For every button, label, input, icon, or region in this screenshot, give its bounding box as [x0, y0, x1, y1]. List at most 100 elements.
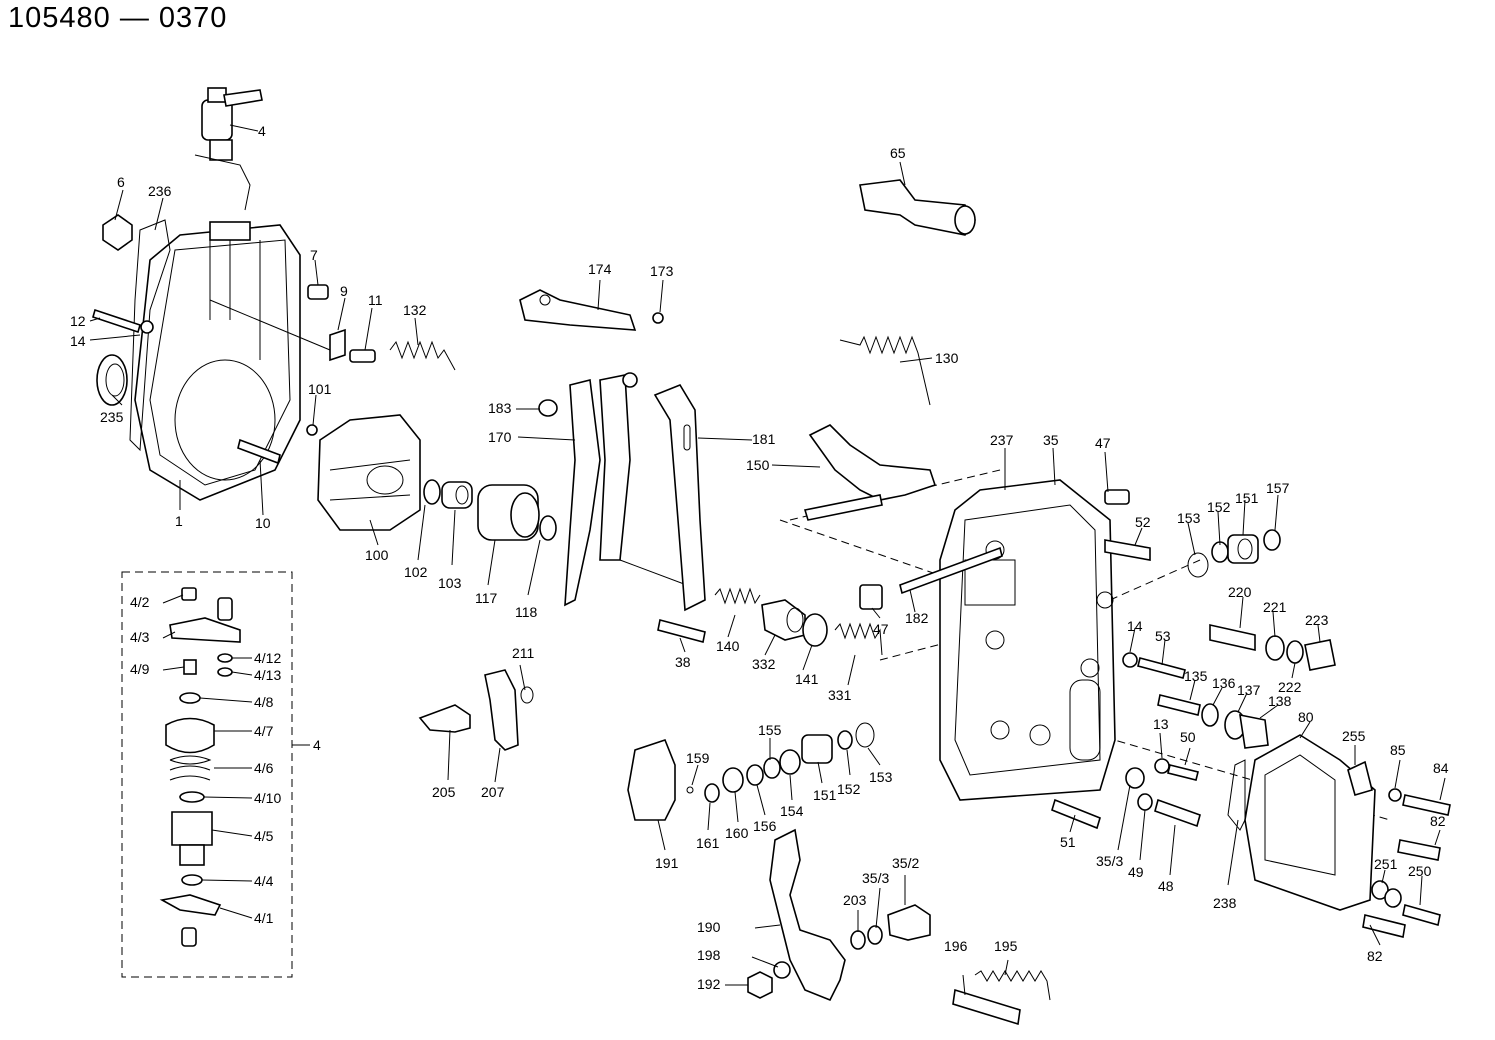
label: 161: [696, 835, 720, 851]
label: 4: [258, 123, 266, 139]
label: 7: [310, 247, 318, 263]
label: 49: [1128, 864, 1144, 880]
label: 238: [1213, 895, 1237, 911]
screw-51: [1051, 798, 1101, 830]
label: 153: [1177, 510, 1201, 526]
washer-35-3-lower: [867, 925, 883, 945]
sleeve-160: [722, 767, 744, 793]
label: 1: [175, 513, 183, 529]
screw-82-lower: [1362, 914, 1406, 938]
label: 14: [70, 333, 86, 349]
seal-235: [96, 354, 128, 406]
label: 4/9: [130, 661, 150, 677]
label: 152: [1207, 499, 1231, 515]
bolt-47-top: [1104, 489, 1130, 505]
label: 4: [313, 737, 321, 753]
label: 85: [1390, 742, 1406, 758]
label: 65: [890, 145, 906, 161]
spring-130: [839, 335, 931, 406]
screw-48: [1154, 798, 1201, 828]
spring-140: [714, 587, 761, 605]
gasket-238: [1227, 759, 1246, 831]
part-labels: 4 6 236 7 9 11 132 12 14 235 101 1 10 10…: [70, 123, 1449, 992]
fitting-205: [418, 704, 471, 733]
label: 160: [725, 825, 749, 841]
label: 82: [1430, 813, 1446, 829]
main-housing-35: [939, 479, 1116, 801]
label: 222: [1278, 679, 1302, 695]
label: 102: [404, 564, 428, 580]
label: 155: [758, 722, 782, 738]
label: 48: [1158, 878, 1174, 894]
label: 237: [990, 432, 1014, 448]
washer-251b: [1384, 888, 1402, 908]
washer-136: [1201, 703, 1219, 727]
ring-101: [306, 424, 318, 436]
label: 156: [753, 818, 777, 834]
label: 101: [308, 381, 332, 397]
label: 4/2: [130, 594, 150, 610]
screw-10: [237, 438, 281, 465]
sleeve-103: [441, 481, 473, 509]
label: 182: [905, 610, 929, 626]
label: 4/13: [254, 667, 281, 683]
label: 52: [1135, 514, 1151, 530]
washer-221: [1265, 635, 1285, 661]
label: 154: [780, 803, 804, 819]
screw-250: [1402, 903, 1441, 927]
flyweight-assembly-100: [317, 414, 421, 531]
label: 35/3: [1096, 853, 1123, 869]
label: 4/10: [254, 790, 281, 806]
label: 170: [488, 429, 512, 445]
bolt-11: [349, 349, 376, 363]
label: 220: [1228, 584, 1252, 600]
oring-152-lower: [837, 730, 853, 750]
label: 4/3: [130, 629, 150, 645]
circlip-153: [1187, 552, 1209, 578]
ball-159: [686, 786, 694, 794]
label: 235: [100, 409, 124, 425]
screw-53: [1137, 657, 1186, 679]
nut-141: [802, 613, 828, 647]
washer-161: [704, 783, 720, 803]
label: 4/1: [254, 910, 274, 926]
screw-7: [307, 284, 329, 300]
label: 211: [512, 645, 535, 661]
cap-nut-223: [1304, 639, 1336, 671]
label: 117: [475, 590, 498, 606]
label: 47: [1095, 435, 1111, 451]
stud-182: [899, 546, 1003, 595]
nut-192: [747, 971, 773, 999]
label: 152: [837, 781, 861, 797]
label: 203: [843, 892, 867, 908]
spring-331: [834, 622, 883, 656]
washer-14-right: [1122, 652, 1138, 668]
label: 255: [1342, 728, 1366, 744]
label: 250: [1408, 863, 1432, 879]
label: 196: [944, 938, 968, 954]
cap-151-lower: [801, 734, 833, 764]
circlip-153-lower: [855, 722, 875, 748]
label: 190: [697, 919, 721, 935]
lever-207: [484, 669, 519, 751]
label: 4/12: [254, 650, 281, 666]
label: 151: [813, 787, 837, 803]
label: 132: [403, 302, 427, 318]
screw-82-upper: [1397, 839, 1441, 861]
lever-150: [803, 424, 937, 521]
label: 50: [1180, 729, 1196, 745]
washer-118: [539, 515, 557, 541]
cap-151: [1227, 534, 1259, 564]
label: 198: [697, 947, 721, 963]
label: 84: [1433, 760, 1449, 776]
label: 47: [873, 621, 889, 637]
bolt-47-left: [859, 584, 883, 610]
clip-173: [652, 312, 664, 324]
label: 221: [1263, 599, 1287, 615]
label: 100: [365, 547, 389, 563]
label: 9: [340, 283, 348, 299]
ring-156: [746, 764, 764, 786]
label: 136: [1212, 675, 1236, 691]
label: 141: [795, 671, 819, 687]
label: 207: [481, 784, 505, 800]
